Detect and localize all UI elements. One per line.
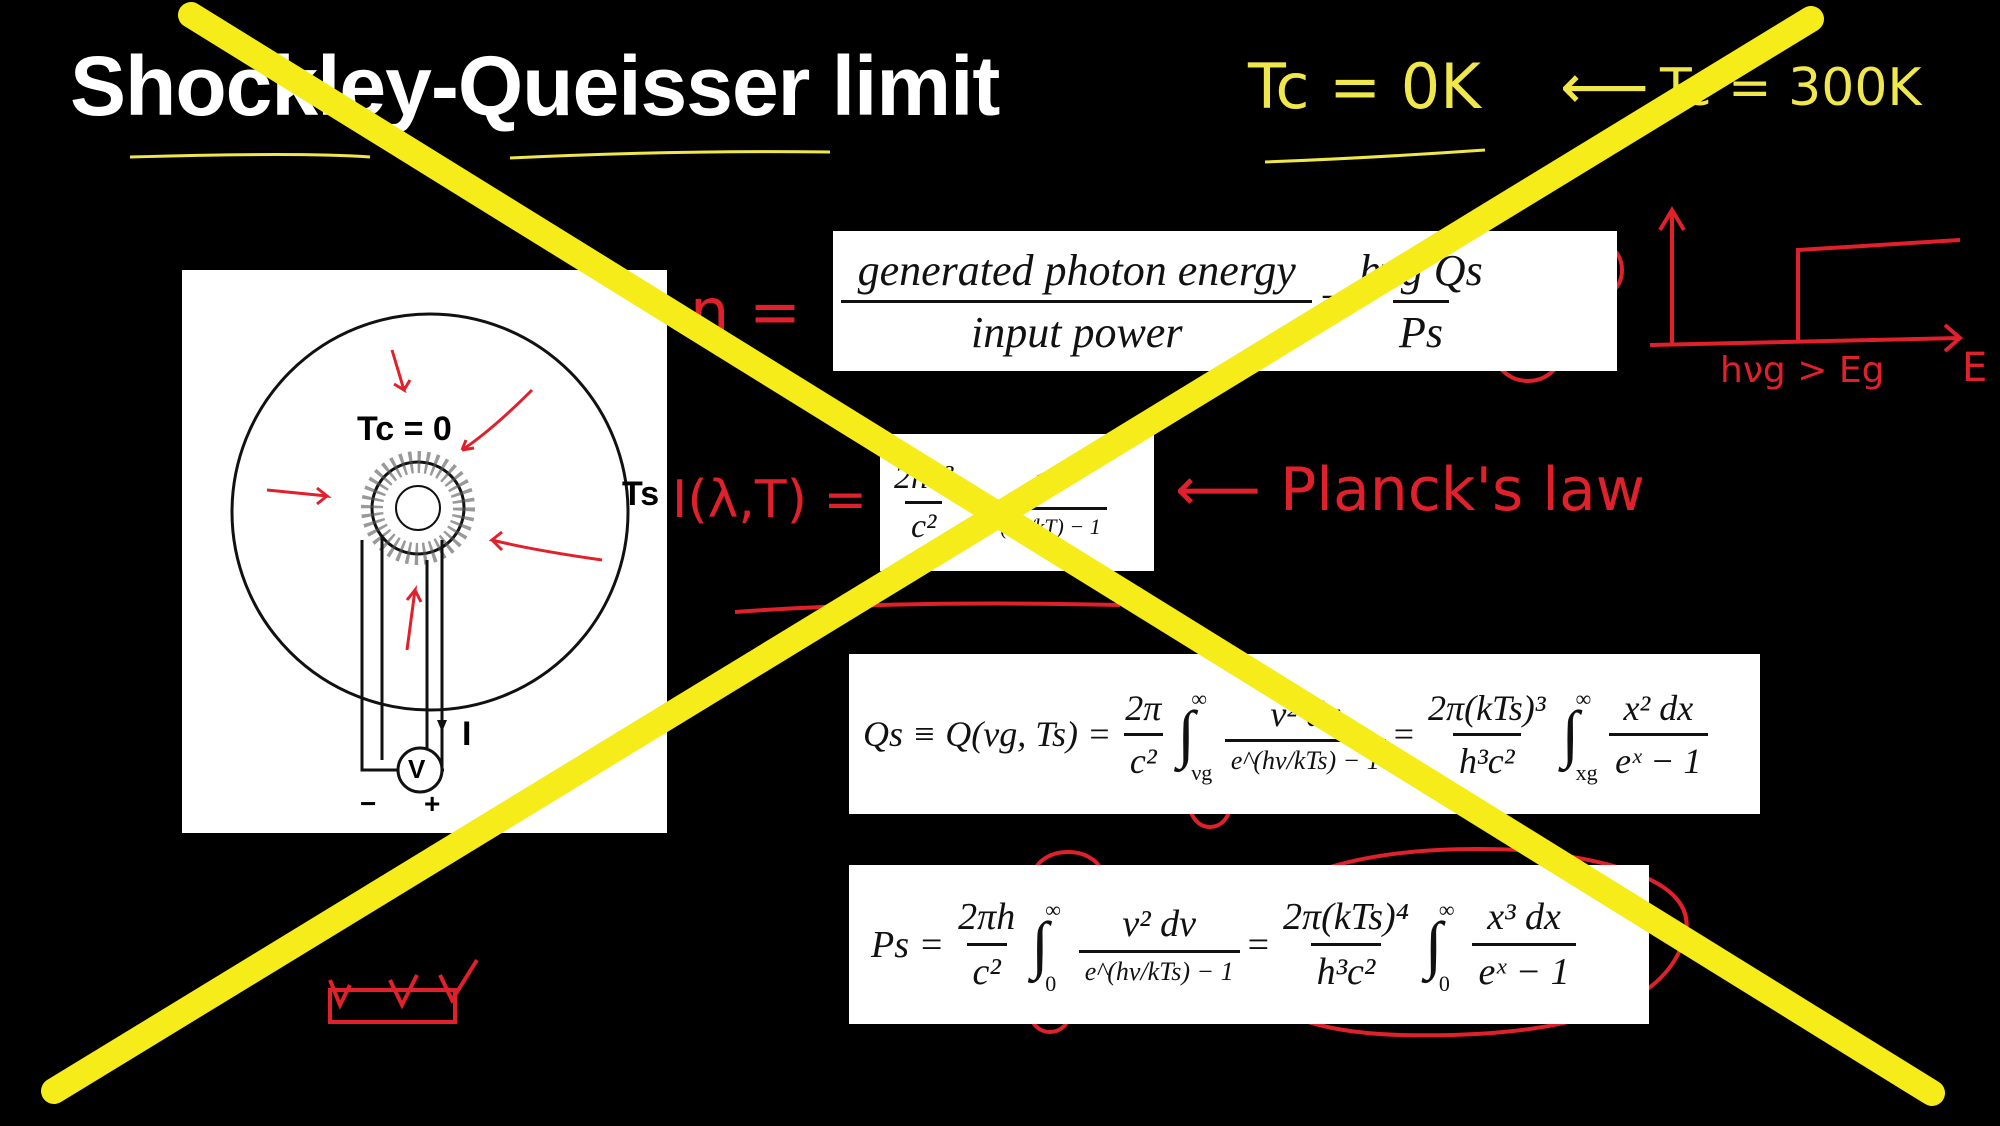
denominator: e^(hν/kT) − 1: [975, 507, 1107, 540]
integral-sign: ∫∞0: [1424, 896, 1455, 996]
planck-law-note: ⟵ Planck's law: [1175, 455, 1645, 525]
efficiency-equation: generated photon energy input power = hν…: [833, 231, 1617, 371]
denominator: input power: [841, 299, 1313, 358]
integral-sign: ∫∞νg: [1177, 686, 1213, 785]
numerator: 2π(kTs)⁴: [1283, 896, 1409, 938]
denominator: eˣ − 1: [1609, 732, 1708, 782]
graph-axis-label: E: [1962, 345, 1988, 391]
upper-limit: ∞: [1045, 896, 1061, 922]
lower-limit: 0: [1045, 970, 1057, 996]
denominator: c²: [1123, 732, 1163, 782]
numerator: 2π(kTs)³: [1428, 687, 1546, 728]
integral-sign: ∫∞xg: [1561, 686, 1598, 785]
numerator: generated photon energy: [857, 245, 1296, 295]
denominator: eˣ − 1: [1472, 943, 1576, 994]
upper-limit: ∞: [1438, 896, 1455, 922]
denominator: e^(hν/kTs) − 1: [1078, 950, 1240, 987]
equals-sign: =: [1393, 714, 1415, 754]
numerator: 1: [1032, 465, 1050, 502]
upper-limit: ∞: [1191, 686, 1208, 711]
planck-equation: 2hν³ c² 1 e^(hν/kT) − 1: [880, 434, 1154, 571]
eta-note: η =: [690, 275, 801, 348]
efficiency-fraction: generated photon energy input power: [841, 245, 1313, 358]
denominator: h³c²: [1453, 732, 1521, 782]
qs-integrand: ν² dν e^(hν/kTs) − 1: [1224, 693, 1386, 776]
planck-lhs-note: I(λ,T) =: [672, 470, 868, 530]
ps-lhs: Ps =: [871, 923, 945, 966]
lower-limit: 0: [1438, 970, 1450, 996]
denominator: c²: [905, 501, 943, 546]
denominator: e^(hν/kTs) − 1: [1224, 738, 1386, 776]
ps-integrand-2: x³ dx eˣ − 1: [1472, 895, 1576, 994]
qs-lhs: Qs ≡ Q(νg, Ts) =: [863, 714, 1112, 754]
ps-prefactor-2: 2π(kTs)⁴ h³c²: [1277, 895, 1415, 994]
numerator: x² dx: [1623, 687, 1694, 728]
planck-exponential: 1 e^(hν/kT) − 1: [975, 465, 1107, 540]
numerator: 2hν³: [894, 459, 954, 496]
numerator: ν² dν: [1270, 693, 1341, 734]
denominator: h³c²: [1310, 943, 1382, 994]
numerator: x³ dx: [1487, 896, 1561, 938]
rhs-denominator: Ps: [1393, 299, 1449, 358]
lower-limit: νg: [1191, 760, 1213, 785]
lower-limit: xg: [1575, 760, 1598, 785]
ps-prefactor: 2πh c²: [952, 895, 1021, 994]
rhs-numerator: hνg Qs: [1359, 245, 1483, 295]
equals-sign: =: [1247, 923, 1270, 966]
ps-integrand: ν² dν e^(hν/kTs) − 1: [1078, 902, 1240, 987]
numerator: 2πh: [958, 896, 1016, 938]
rhs-fraction: hνg Qs Ps: [1353, 245, 1488, 358]
equals-sign: =: [1320, 276, 1346, 326]
integral-sign: ∫∞0: [1031, 896, 1061, 996]
upper-limit: ∞: [1575, 686, 1592, 711]
denominator: c²: [966, 943, 1007, 994]
graph-label-note: hνg > Eg: [1720, 350, 1885, 391]
planck-prefactor: 2hν³ c²: [888, 459, 959, 546]
numerator: 2π: [1125, 687, 1162, 728]
numerator: ν² dν: [1122, 903, 1196, 945]
